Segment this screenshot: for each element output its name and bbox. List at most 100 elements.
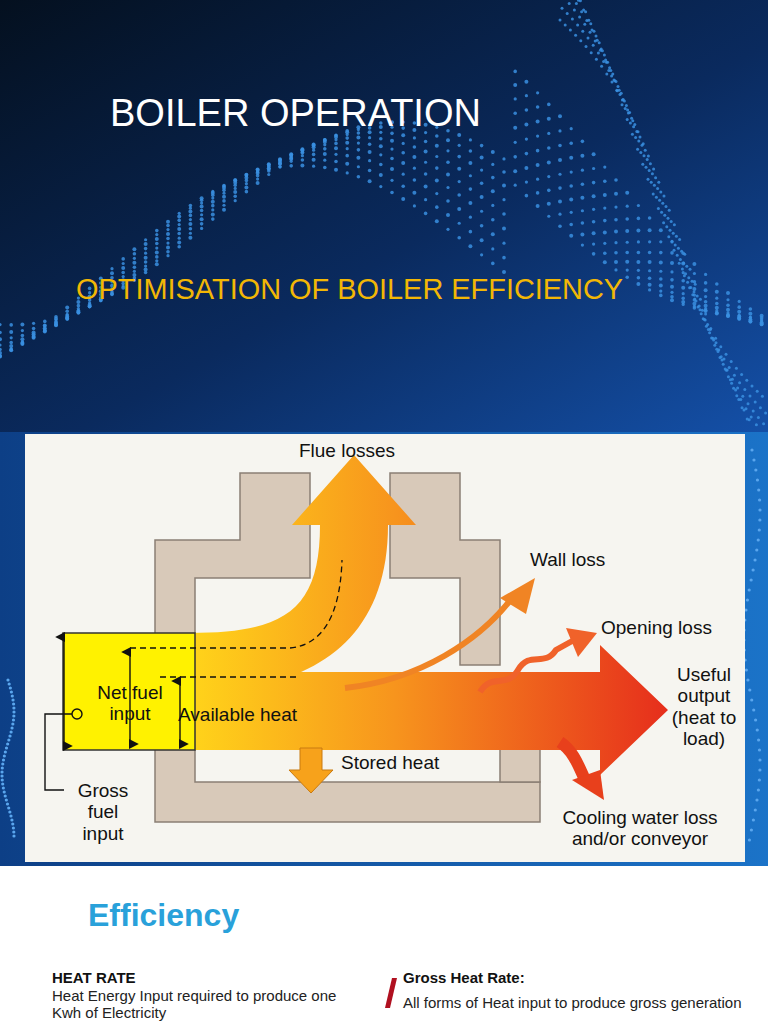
- wave-dot: [222, 184, 226, 188]
- wave-dot: [569, 223, 573, 227]
- edge-dot: [755, 548, 758, 551]
- wave-dot: [334, 153, 337, 156]
- wave-dot: [211, 208, 214, 211]
- edge-dot: [12, 706, 15, 709]
- wave-dot: [345, 141, 349, 145]
- wave-dot: [652, 193, 655, 196]
- edge-dot: [745, 668, 748, 671]
- wave-dot: [323, 159, 326, 162]
- wave-dot: [709, 328, 712, 331]
- wave-dot: [749, 316, 752, 319]
- wave-dot: [558, 213, 561, 216]
- edge-dot: [3, 790, 6, 793]
- wave-dot: [743, 388, 746, 391]
- wave-dot: [683, 274, 686, 277]
- wave-dot: [629, 121, 632, 124]
- wave-dot: [513, 111, 517, 115]
- wave-dot: [699, 308, 702, 311]
- wave-dot: [626, 241, 629, 244]
- wave-dot: [669, 229, 672, 232]
- wave-dot: [189, 214, 193, 218]
- wave-dot: [491, 204, 494, 207]
- edge-dot: [2, 758, 5, 761]
- wave-dot: [513, 70, 517, 74]
- wave-dot: [233, 178, 237, 182]
- edge-dot: [6, 802, 9, 805]
- flow-label: Wall loss: [530, 549, 630, 570]
- edge-dot: [4, 794, 7, 797]
- edge-dot: [9, 730, 12, 733]
- wave-dot: [480, 144, 484, 148]
- wave-dot: [412, 191, 416, 195]
- wave-dot: [334, 146, 338, 150]
- wave-dot: [566, 12, 569, 15]
- edge-dot: [752, 458, 755, 461]
- wave-dot: [630, 117, 633, 120]
- wave-dot: [435, 144, 439, 148]
- wave-dot: [166, 250, 170, 254]
- wave-dot: [200, 205, 204, 209]
- wave-dot: [662, 221, 665, 224]
- wave-dot: [715, 311, 719, 315]
- wave-dot: [570, 171, 573, 174]
- wave-dot: [144, 252, 147, 255]
- edge-dot: [12, 834, 15, 837]
- wave-dot: [726, 298, 729, 301]
- wave-dot: [730, 360, 733, 363]
- wave-dot: [65, 309, 69, 313]
- wave-dot: [715, 302, 719, 306]
- wave-dot: [699, 298, 702, 301]
- wave-dot: [312, 149, 315, 152]
- wave-dot: [211, 217, 215, 221]
- wave-dot: [424, 172, 428, 176]
- wave-dot: [155, 242, 159, 246]
- wave-dot: [502, 227, 506, 231]
- wave-dot: [469, 216, 472, 219]
- wave-dot: [646, 158, 649, 161]
- wave-dot: [579, 0, 582, 2]
- wave-dot: [525, 152, 529, 156]
- wave-dot: [651, 172, 654, 175]
- wave-dot: [681, 261, 685, 265]
- wave-dot: [9, 323, 13, 327]
- wave-dot: [655, 196, 658, 199]
- wave-dot: [458, 180, 461, 183]
- wave-dot: [222, 195, 226, 199]
- wave-dot: [715, 312, 718, 315]
- wave-dot: [603, 251, 607, 255]
- wave-dot: [761, 395, 764, 398]
- wave-dot: [737, 310, 741, 314]
- wave-dot: [278, 162, 282, 166]
- wave-dot: [234, 199, 237, 202]
- wave-dot: [648, 283, 652, 287]
- wave-dot: [200, 196, 204, 200]
- wave-dot: [480, 168, 483, 171]
- wave-dot: [595, 58, 598, 61]
- wave-dot: [704, 273, 707, 276]
- wave-dot: [43, 320, 47, 324]
- wave-dot: [65, 306, 69, 310]
- wave-dot: [570, 127, 573, 130]
- wave-dot: [653, 184, 656, 187]
- wave-dot: [678, 262, 681, 265]
- wave-dot: [648, 169, 651, 172]
- wave-dot: [536, 178, 539, 181]
- wave-dot: [600, 47, 603, 50]
- wave-dot: [752, 409, 755, 412]
- edge-dot: [11, 694, 14, 697]
- wave-dot: [613, 79, 616, 82]
- wave-dot: [547, 146, 551, 150]
- wave-dot: [614, 178, 618, 182]
- wave-dot: [749, 395, 752, 398]
- wave-dot: [615, 89, 618, 92]
- wave-dot: [491, 232, 495, 236]
- wave-dot: [155, 259, 158, 262]
- wave-dot: [726, 291, 730, 295]
- edge-dot: [12, 718, 15, 721]
- wave-dot: [592, 231, 596, 235]
- wave-dot: [654, 176, 657, 179]
- edge-dot: [8, 682, 11, 685]
- wave-dot: [725, 353, 728, 356]
- wave-dot: [379, 173, 383, 177]
- wave-dot: [468, 244, 472, 248]
